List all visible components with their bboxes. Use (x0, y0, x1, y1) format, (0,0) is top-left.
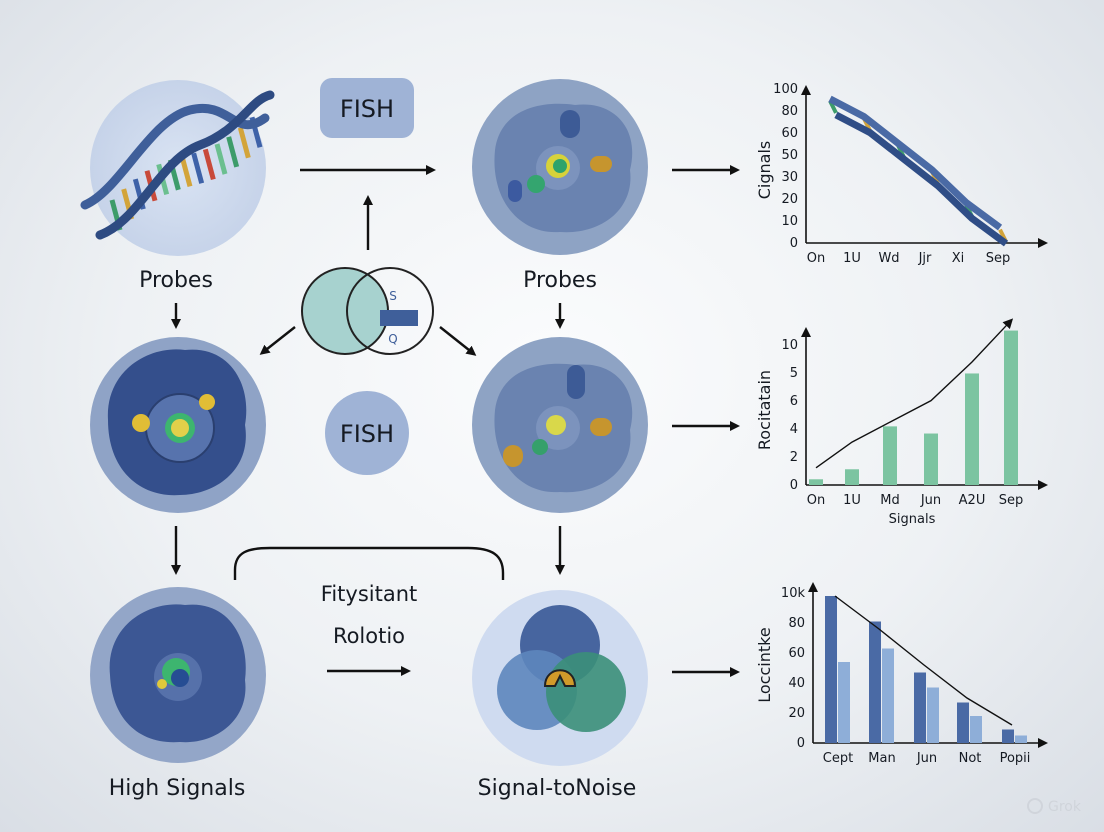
bar (965, 373, 979, 485)
signal-to-noise-label: Signal-toNoise (478, 776, 637, 801)
bar (970, 716, 982, 743)
y-tick-label: 10 (781, 214, 798, 229)
y-tick-label: 2 (790, 450, 798, 465)
x-tick-label: Not (959, 751, 982, 766)
bracket-connector (233, 546, 505, 580)
series-line (828, 95, 1003, 231)
y-tick-label: 0 (790, 478, 798, 493)
venn-s-label: S (389, 289, 397, 303)
cell-top-middle (472, 79, 648, 255)
x-tick-label: Sep (999, 493, 1024, 508)
x-tick-label: Jun (920, 493, 941, 508)
fish-top-label: FISH (340, 95, 394, 123)
arrow-venn-left (259, 326, 296, 355)
bar (845, 469, 859, 485)
y-axis-label: Rocitatain (755, 370, 774, 450)
dna-rung (214, 143, 228, 175)
y-tick-label: 50 (781, 148, 798, 163)
bar (825, 596, 837, 743)
bar (883, 426, 897, 485)
bar (1015, 735, 1027, 743)
x-tick-label: Xi (952, 251, 965, 266)
flow-arrows (171, 165, 740, 677)
dna-rung (191, 152, 205, 184)
x-tick-label: Jjr (918, 251, 932, 266)
bar (924, 433, 938, 485)
y-axis-label: Loccintke (755, 627, 774, 702)
fish-box-top: FISH (320, 78, 414, 138)
x-tick-label: 1U (843, 251, 861, 266)
dna-probe-illustration (80, 80, 275, 256)
bar (809, 479, 823, 485)
y-tick-label: 6 (790, 394, 798, 409)
x-tick-label: A2U (959, 493, 986, 508)
y-tick-label: 40 (788, 676, 805, 691)
dna-rung (237, 127, 251, 159)
dna-rung (202, 148, 216, 181)
y-tick-label: 80 (788, 616, 805, 631)
x-tick-label: Cept (823, 751, 853, 766)
x-tick-label: Md (880, 493, 899, 508)
cell-middle-right (472, 337, 648, 513)
x-tick-label: On (807, 493, 825, 508)
venn-small: S Q (301, 267, 434, 355)
fitysitant-label: Fitysitant (321, 582, 417, 606)
probes-label-left: Probes (139, 268, 213, 293)
trend-line (834, 595, 1013, 726)
y-tick-label: 20 (781, 192, 798, 207)
x-tick-label: Jun (916, 751, 937, 766)
dna-rung (179, 155, 193, 188)
fish-circle-middle: FISH (325, 391, 409, 475)
bar (914, 672, 926, 743)
x-tick-label: Sep (986, 251, 1011, 266)
bar (957, 702, 969, 743)
y-tick-label: 100 (773, 82, 798, 97)
y-tick-label: 10 (781, 338, 798, 353)
bar (1002, 729, 1014, 743)
rolotio-label: Rolotio (333, 624, 405, 648)
y-tick-label: 4 (790, 422, 798, 437)
y-tick-label: 0 (797, 736, 805, 751)
x-tick-label: Wd (878, 251, 899, 266)
fish-mid-label: FISH (340, 420, 394, 448)
grok-watermark: Grok (1027, 798, 1082, 815)
bar (838, 662, 850, 743)
x-axis-label: Signals (889, 512, 936, 527)
series-line (834, 111, 1009, 247)
bar (1004, 330, 1018, 485)
arrow-venn-right (439, 326, 477, 356)
y-tick-label: 60 (788, 646, 805, 661)
y-tick-label: 0 (790, 236, 798, 251)
y-tick-label: 60 (781, 126, 798, 141)
y-tick-label: 30 (781, 170, 798, 185)
y-tick-label: 20 (788, 706, 805, 721)
x-tick-label: Man (868, 751, 895, 766)
y-tick-label: 80 (781, 104, 798, 119)
bar (882, 648, 894, 743)
y-tick-label: 5 (790, 366, 798, 381)
cell-bottom-left (90, 587, 266, 763)
y-axis-label: Cignals (755, 141, 774, 200)
x-tick-label: On (807, 251, 825, 266)
venn-large (472, 590, 648, 766)
x-tick-label: 1U (843, 493, 861, 508)
y-tick-label: 10k (781, 586, 806, 601)
bar (869, 621, 881, 743)
dna-rung (226, 136, 240, 168)
high-signals-label: High Signals (109, 776, 246, 801)
watermark-text: Grok (1048, 799, 1082, 815)
probes-label-right: Probes (523, 268, 597, 293)
trend-line (815, 318, 1014, 469)
venn-q-label: Q (388, 332, 397, 346)
bar (927, 687, 939, 743)
x-tick-label: Popii (1000, 751, 1031, 766)
cell-middle-left (90, 337, 266, 513)
